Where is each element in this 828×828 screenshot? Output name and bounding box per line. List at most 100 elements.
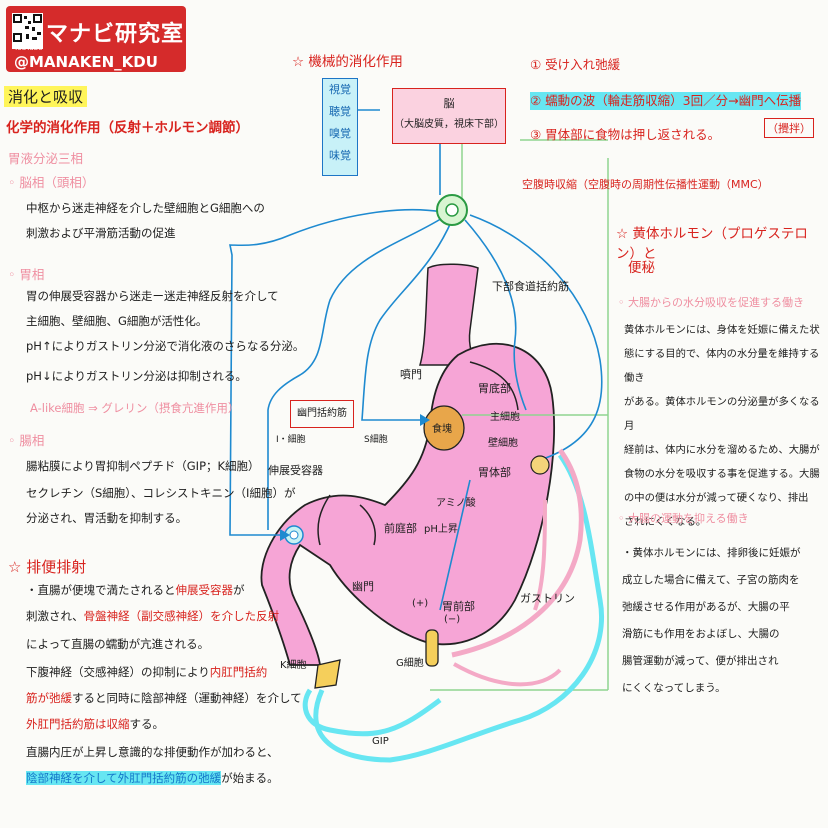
sense-taste: 味覚 — [329, 149, 351, 162]
gastric-text-2: 主細胞、壁細胞、G細胞が活性化。 — [26, 314, 208, 328]
sense-smell: 嗅覚 — [329, 127, 351, 140]
mech-item-3: ③ 胃体部に食物は押し返される。 — [530, 127, 721, 142]
qr-code-icon — [12, 13, 43, 49]
mech-item-2: ② 蠕動の波（輪走筋収縮）3回／分→幽門へ伝播 — [530, 92, 802, 110]
chemical-digestion-subtitle: 化学的消化作用（反射＋ホルモン調節） — [6, 120, 249, 136]
gastric-text-4: pH↓によりガストリン分泌は抑制される。 — [26, 369, 247, 383]
defecation-line-4: 下腹神経（交感神経）の抑制により内肛門括約 — [26, 664, 267, 681]
progesterone-sub-2: ◦ 大腸の運動を抑える働き — [618, 512, 749, 525]
mech-item-1: ① 受け入れ弛緩 — [530, 57, 621, 72]
defecation-line-5b: すると同時に陰部神経（運動神経）を介して — [72, 691, 302, 705]
defecation-line-5: 筋が弛緩すると同時に陰部神経（運動神経）を介して — [26, 690, 302, 707]
label-body: 胃体部 — [478, 466, 511, 479]
phase-heading: 胃液分泌三相 — [8, 151, 84, 166]
gastric-text-1: 胃の伸展受容器から迷走ー迷走神経反射を介して — [26, 289, 279, 303]
label-plus: (+) — [412, 598, 429, 609]
defecation-line-6b: する。 — [129, 717, 165, 731]
progesterone-sub-1: ◦ 大腸からの水分吸収を促進する働き — [618, 296, 804, 309]
progesterone-title: ☆ 黄体ホルモン（プロゲステロン）と — [616, 226, 808, 262]
sense-hearing: 聴覚 — [329, 105, 351, 118]
brain-label: 脳 — [443, 97, 455, 110]
section-title: 消化と吸収 — [4, 86, 88, 107]
ghrelin-note: A-like細胞 ⇒ グレリン（摂食亢進作用） — [30, 401, 240, 415]
intestinal-text-3: 分泌され、胃活動を抑制する。 — [26, 511, 188, 525]
progesterone-title-2: 便秘 — [628, 260, 655, 276]
p1-line-6: の中の便は水分が減って硬くなり、排出 — [624, 492, 809, 504]
p1-line-2: 態にする目的で、体内の水分量を維持する働き — [624, 348, 820, 384]
progesterone-text-1: 黄体ホルモンには、身体を妊娠に備えた状 態にする目的で、体内の水分量を維持する働… — [624, 318, 826, 534]
defecation-line-2a: 刺激され、 — [26, 609, 84, 623]
defecation-line-4b: 内肛門括約 — [209, 665, 268, 679]
label-antrum: 前庭部 — [384, 522, 417, 535]
youtube-label: YouTube — [14, 44, 43, 52]
channel-handle: @MANAKEN_KDU — [14, 53, 158, 71]
brain-sub: （大脳皮質，視床下部） — [394, 119, 504, 130]
label-i-cell: I・細胞 — [276, 435, 306, 445]
progesterone-text-2: ・黄体ホルモンには、排卵後に妊娠が 成立した場合に備えて、子宮の筋肉を 弛緩させ… — [622, 540, 826, 702]
mech-item-3-side: （攪拌） — [764, 118, 814, 138]
label-fundus: 胃底部 — [478, 382, 511, 395]
channel-title: マナビ研究室 — [46, 22, 185, 47]
p2-line-4: 滑筋にも作用をおよぼし、大腸の — [622, 628, 780, 640]
label-pylorus: 幽門 — [352, 580, 374, 593]
defecation-line-6a: 外肛門括約筋は収縮 — [26, 717, 130, 731]
label-lower-esophageal: 下部食道括約筋 — [492, 280, 569, 293]
defecation-title: ☆ 排便排射 — [8, 558, 87, 576]
brain-box: 脳 （大脳皮質，視床下部） — [392, 88, 506, 144]
defecation-line-1a: ・直腸が便塊で満たされると — [26, 583, 176, 597]
sense-sight: 視覚 — [329, 83, 351, 96]
label-pyloric-sphincter: 幽門括約筋 — [290, 400, 354, 428]
defecation-line-5a: 筋が弛緩 — [26, 691, 72, 705]
p2-line-5: 腸管運動が減って、便が排出され — [622, 655, 779, 667]
defecation-line-6: 外肛門括約筋は収縮する。 — [26, 716, 164, 733]
label-minus: (−) — [444, 614, 461, 625]
defecation-line-2: 刺激され、骨盤神経（副交感神経）を介した反射 — [26, 608, 279, 625]
p1-line-3: がある。黄体ホルモンの分泌量が多くなる月 — [624, 396, 820, 432]
k-cell-icon — [314, 659, 341, 689]
defecation-line-4a: 下腹神経（交感神経）の抑制により — [26, 665, 210, 679]
label-gip: GIP — [372, 736, 389, 747]
gastric-text-3: pH↑によりガストリン分泌で消化液のさらなる分泌。 — [26, 339, 305, 353]
defecation-line-3: によって直腸の蠕動が亢進される。 — [26, 637, 210, 651]
label-g-cell: G細胞 — [396, 658, 424, 669]
defecation-line-7: 直腸内圧が上昇し意識的な排便動作が加わると、 — [26, 745, 279, 759]
defecation-line-1: ・直腸が便塊で満たされると伸展受容器が — [26, 582, 245, 599]
label-amino: アミノ酸 — [436, 498, 476, 509]
defecation-line-2b: 骨盤神経（副交感神経）を介した反射 — [83, 609, 280, 623]
label-stretch-receptor: 伸展受容器 — [268, 464, 323, 477]
defecation-title-text: 排便排射 — [26, 558, 87, 576]
gastric-title: ◦ 胃相 — [8, 267, 45, 282]
label-k-cell: K細胞 — [280, 660, 307, 671]
p2-line-1: ・黄体ホルモンには、排卵後に妊娠が — [622, 547, 801, 559]
g-cell-icon — [425, 629, 439, 667]
senses-box: 視覚 聴覚 嗅覚 味覚 — [322, 78, 358, 176]
cephalic-text-2: 刺激および平滑筋活動の促進 — [26, 226, 176, 240]
defecation-line-1c: が — [233, 583, 245, 597]
p1-line-4: 経前は、体内に水分を溜めるため、大腸が — [624, 444, 820, 456]
label-parietal-cell: 壁細胞 — [488, 438, 518, 449]
p1-line-1: 黄体ホルモンには、身体を妊娠に備えた状 — [624, 324, 820, 336]
label-gastrin: ガストリン — [520, 592, 575, 605]
p1-line-5: 食物の水分を吸収する事を促進する。大腸 — [624, 468, 820, 480]
defecation-line-8b: が始まる。 — [221, 771, 279, 785]
mmc-line: 空腹時収縮（空腹時の周期性伝播性運動（MMC） — [522, 178, 769, 191]
label-food: 食塊 — [432, 424, 452, 435]
intestinal-title: ◦ 腸相 — [8, 433, 45, 448]
label-chief-cell: 主細胞 — [490, 412, 520, 423]
defecation-line-8: 陰部神経を介して外肛門括約筋の弛緩が始まる。 — [26, 770, 279, 787]
food-bolus — [423, 405, 465, 451]
p2-line-3: 弛緩させる作用があるが、大腸の平 — [622, 601, 790, 613]
channel-banner: YouTube マナビ研究室 @MANAKEN_KDU — [6, 6, 186, 72]
label-ph-up: pH上昇 — [424, 524, 458, 535]
label-pyloric-antrum: 胃前部 — [442, 600, 475, 613]
label-cardia: 噴門 — [400, 368, 422, 381]
intestinal-text-1: 腸粘膜により胃抑制ペプチド（GIP；K細胞） — [26, 459, 260, 473]
defecation-line-8a: 陰部神経を介して外肛門括約筋の弛緩 — [26, 771, 222, 785]
mechanical-title: ☆ 機械的消化作用 — [292, 54, 403, 70]
label-s-cell: S細胞 — [364, 435, 388, 445]
defecation-line-1b: 伸展受容器 — [175, 583, 234, 597]
p1-line-7: されにくくなる。 — [624, 516, 707, 528]
intestinal-text-2: セクレチン（S細胞）、コレシストキニン（I細胞）が — [26, 486, 296, 500]
cephalic-title: ◦ 脳相（頭相） — [8, 175, 95, 190]
p2-line-6: にくくなってしまう。 — [622, 682, 726, 694]
